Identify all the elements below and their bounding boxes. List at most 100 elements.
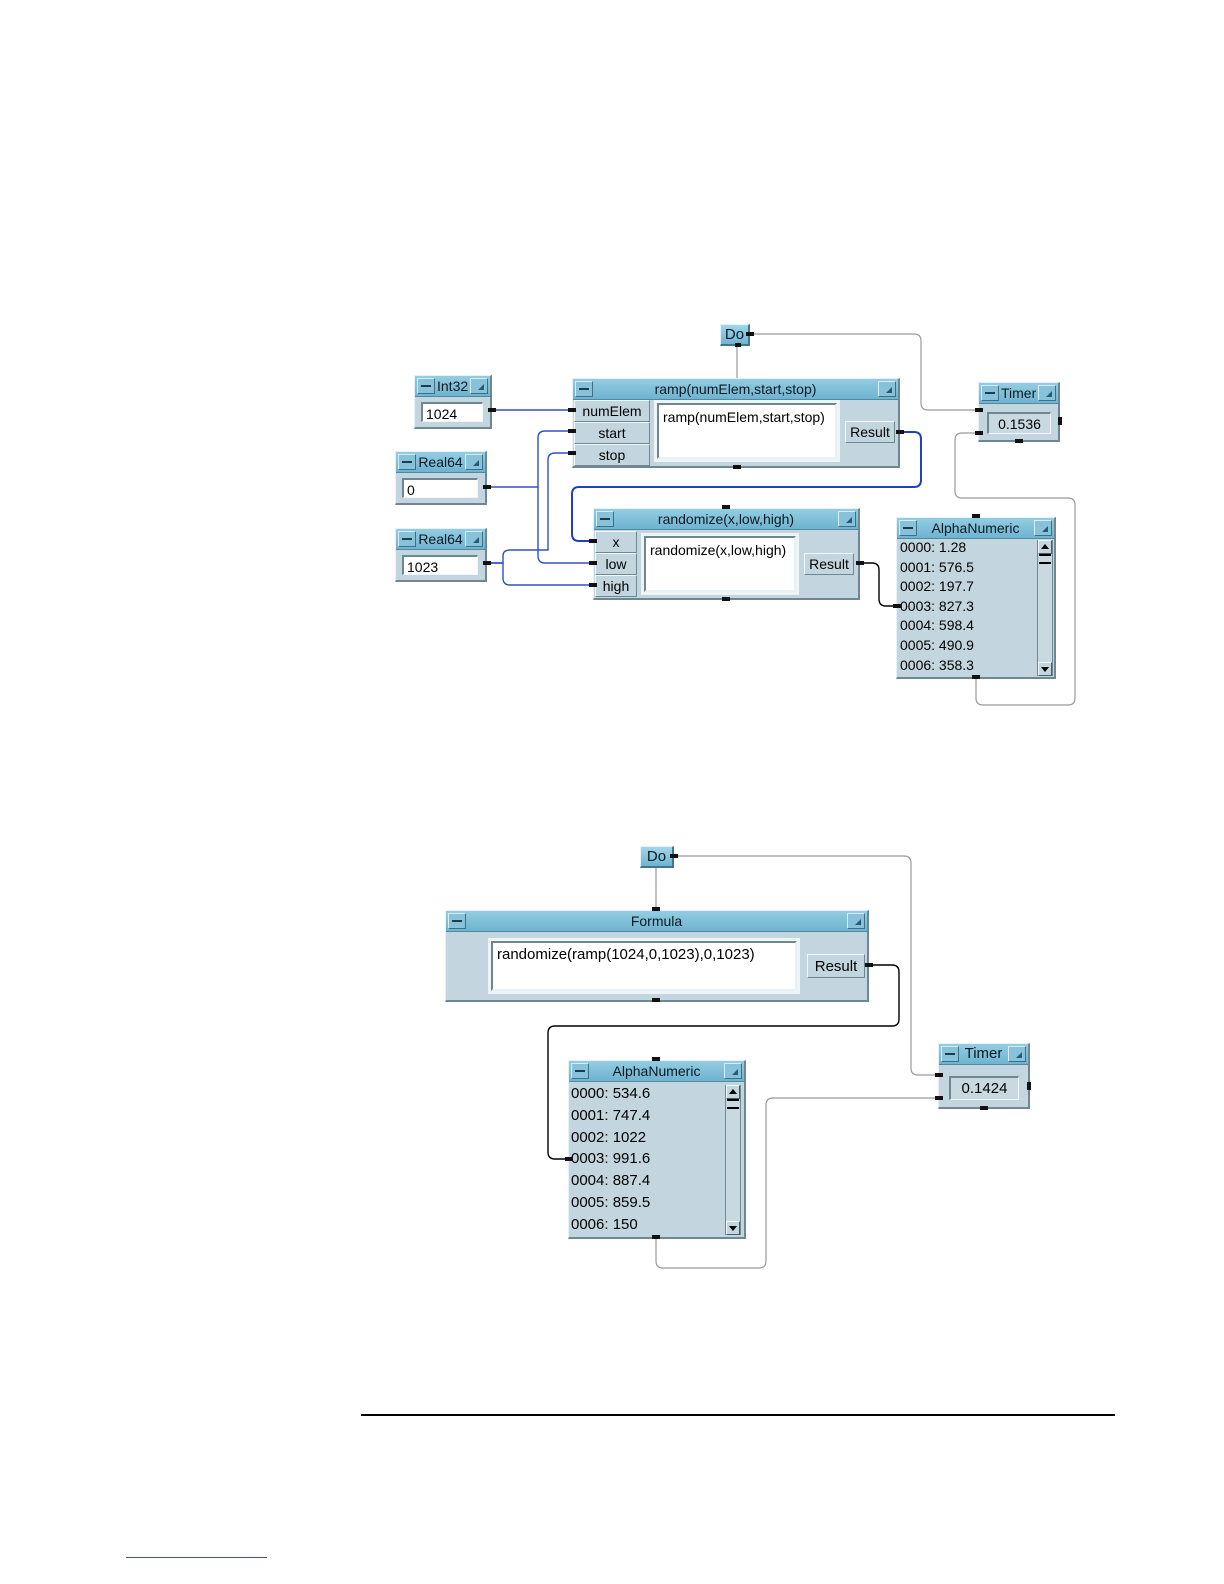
object-title: Int32 — [437, 378, 468, 394]
do-button[interactable]: Do — [640, 846, 674, 868]
list-item: 0006: 358.3 — [900, 656, 974, 673]
minimize-icon[interactable] — [981, 385, 999, 401]
scroll-thumb[interactable] — [1039, 554, 1051, 564]
object-menu-icon[interactable] — [878, 381, 896, 397]
input-terminal-stop[interactable]: stop — [574, 444, 650, 466]
real64-start-constant[interactable]: Real64 0 — [395, 451, 487, 505]
object-menu-icon[interactable] — [1008, 1046, 1026, 1062]
formula-result-pin — [865, 963, 873, 967]
real64-start-value-field[interactable]: 0 — [402, 478, 478, 498]
scroll-down-icon[interactable] — [726, 1221, 740, 1235]
minimize-icon[interactable] — [398, 531, 416, 547]
object-menu-icon[interactable] — [1038, 385, 1056, 401]
list-item: 0004: 887.4 — [571, 1172, 651, 1190]
control-wire-alpha2-to-timer — [655, 1097, 939, 1269]
control-wire-do-to-timer — [750, 333, 979, 411]
page-divider — [361, 1414, 1115, 1416]
int32-constant[interactable]: Int32 1024 — [414, 375, 492, 429]
randomize-sequence-in-pin — [722, 505, 730, 509]
input-terminal-numelem[interactable]: numElem — [574, 400, 650, 422]
real64-start-output-pin — [483, 485, 491, 489]
alpha-sequence-in-pin — [652, 1057, 660, 1061]
object-menu-icon[interactable] — [847, 913, 865, 929]
list-item: 0005: 490.9 — [900, 636, 974, 653]
alpha-input-pin — [893, 604, 901, 608]
input-terminal-start[interactable]: start — [574, 422, 650, 444]
data-wire-real64-to-stop — [486, 452, 573, 564]
object-menu-icon[interactable] — [838, 511, 856, 527]
object-menu-icon[interactable] — [465, 531, 483, 547]
list-item: 0003: 991.6 — [571, 1150, 651, 1168]
object-menu-icon[interactable] — [724, 1063, 742, 1079]
list-item: 0001: 747.4 — [571, 1106, 651, 1124]
timer-sequence-out-pin — [1015, 439, 1023, 443]
formula-object[interactable]: Formula randomize(ramp(1024,0,1023),0,10… — [445, 910, 869, 1002]
timer-object[interactable]: Timer 0.1424 — [938, 1043, 1030, 1109]
object-menu-icon[interactable] — [1034, 520, 1052, 536]
randomize-expression-field[interactable]: randomize(x,low,high) — [644, 536, 796, 592]
formula-expression-field[interactable]: randomize(ramp(1024,0,1023),0,1023) — [491, 941, 797, 991]
scrollbar[interactable] — [1037, 540, 1053, 676]
minimize-icon[interactable] — [596, 511, 614, 527]
list-item: 0000: 1.28 — [900, 539, 967, 555]
minimize-icon[interactable] — [899, 520, 917, 536]
formula-sequence-in-pin — [652, 907, 660, 911]
minimize-icon[interactable] — [571, 1063, 589, 1079]
object-title: Timer — [964, 1045, 1003, 1062]
scroll-up-icon[interactable] — [726, 1085, 740, 1099]
randomize-function[interactable]: randomize(x,low,high) x low high randomi… — [593, 508, 860, 600]
stop-pin — [568, 451, 576, 455]
object-title: AlphaNumeric — [931, 520, 1020, 536]
list-item: 0004: 598.4 — [900, 617, 974, 634]
object-title: Formula — [630, 913, 683, 929]
alphanumeric-list: 0000: 1.28 0001: 576.5 0002: 197.7 0003:… — [900, 538, 974, 675]
list-item: 0005: 859.5 — [571, 1193, 651, 1211]
input-terminal-low[interactable]: low — [595, 553, 637, 575]
int32-value-field[interactable]: 1024 — [421, 402, 483, 422]
scroll-down-icon[interactable] — [1038, 662, 1052, 676]
timer-object[interactable]: Timer 0.1536 — [978, 382, 1060, 442]
timer-time1-pin — [975, 408, 983, 412]
alpha-sequence-out-pin — [652, 1235, 660, 1239]
real64-stop-output-pin — [483, 561, 491, 565]
alphanumeric-display[interactable]: AlphaNumeric 0000: 1.28 0001: 576.5 0002… — [896, 517, 1056, 679]
object-title: randomize(x,low,high) — [657, 511, 795, 527]
object-title: Timer — [1001, 385, 1036, 401]
high-pin — [589, 583, 597, 587]
real64-stop-constant[interactable]: Real64 1023 — [395, 528, 487, 582]
start-pin — [568, 429, 576, 433]
data-wire-real64-to-start — [486, 430, 573, 488]
output-terminal-result[interactable]: Result — [845, 421, 895, 443]
scroll-up-icon[interactable] — [1038, 540, 1052, 554]
object-menu-icon[interactable] — [465, 454, 483, 470]
timer-time2-pin — [935, 1096, 943, 1100]
control-wire-do2-to-timer — [674, 855, 939, 1076]
object-menu-icon[interactable] — [470, 378, 488, 394]
do-output-pin — [746, 332, 754, 336]
do-output-pin — [670, 854, 678, 858]
ramp-expression-field[interactable]: ramp(numElem,start,stop) — [657, 403, 837, 459]
data-wire-real64-to-low — [537, 487, 594, 564]
output-terminal-result[interactable]: Result — [804, 553, 854, 575]
list-item: 0006: 150 — [571, 1215, 638, 1233]
minimize-icon[interactable] — [448, 913, 466, 929]
x-pin — [589, 539, 597, 543]
list-item: 0002: 1022 — [571, 1128, 647, 1146]
ramp-sequence-out-pin — [733, 465, 741, 469]
footer-link-underline — [126, 1557, 267, 1558]
minimize-icon[interactable] — [941, 1046, 959, 1062]
minimize-icon[interactable] — [575, 381, 593, 397]
list-item: 0000: 534.6 — [571, 1085, 651, 1102]
alphanumeric-display[interactable]: AlphaNumeric 0000: 534.6 0001: 747.4 000… — [568, 1060, 746, 1239]
input-terminal-high[interactable]: high — [595, 575, 637, 597]
minimize-icon[interactable] — [398, 454, 416, 470]
randomize-sequence-out-pin — [722, 597, 730, 601]
output-terminal-result[interactable]: Result — [807, 954, 865, 978]
input-terminal-x[interactable]: x — [595, 531, 637, 553]
ramp-function[interactable]: ramp(numElem,start,stop) numElem start s… — [572, 378, 900, 468]
scroll-thumb[interactable] — [727, 1099, 739, 1109]
scrollbar[interactable] — [725, 1085, 741, 1235]
object-title: Real64 — [418, 454, 463, 470]
minimize-icon[interactable] — [417, 378, 435, 394]
real64-stop-value-field[interactable]: 1023 — [402, 555, 478, 575]
